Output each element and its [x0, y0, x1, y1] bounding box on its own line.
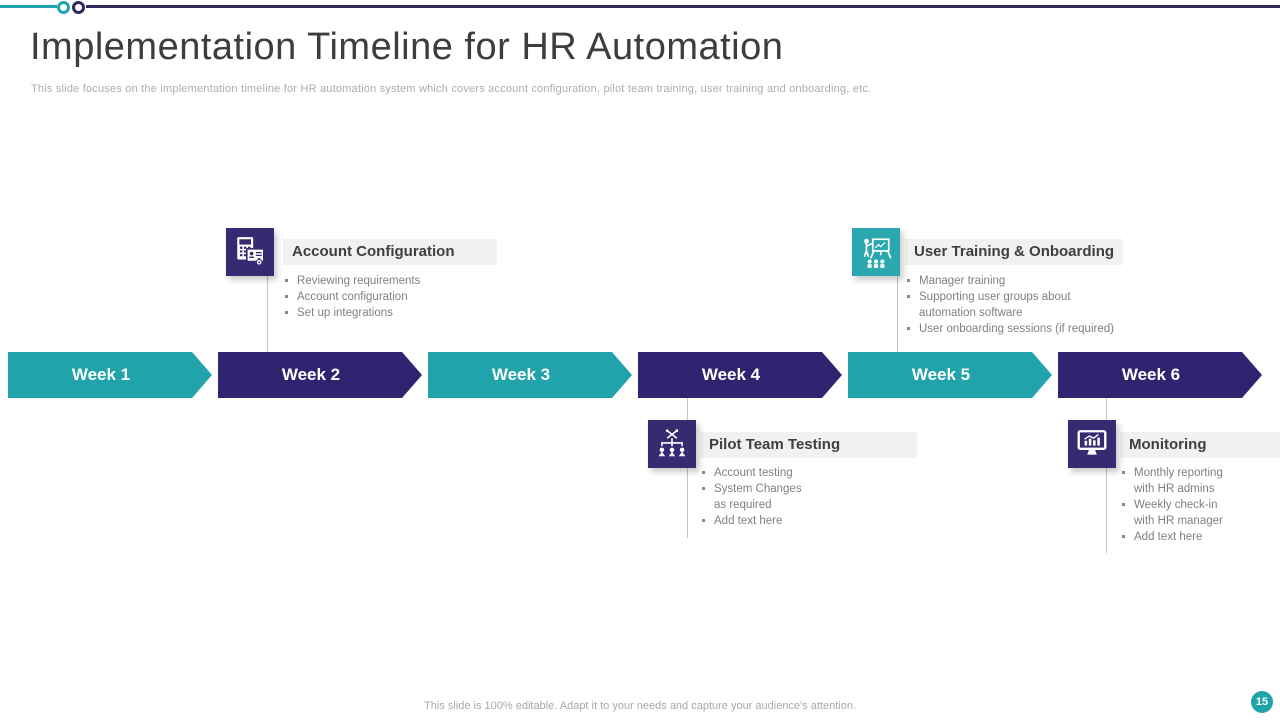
milestone-bullet-list: Reviewing requirements Account configura… [281, 273, 511, 321]
milestone-bullet-list: Monthly reporting with HR admins Weekly … [1118, 465, 1268, 545]
timeline-arrow-week-2: Week 2 [218, 352, 422, 398]
timeline-arrow-week-5: Week 5 [848, 352, 1052, 398]
bullet-item: Reviewing requirements [281, 273, 511, 289]
milestone-bullet-list: Account testing System Changes as requir… [698, 465, 848, 529]
bullet-item: Add text here [698, 513, 848, 529]
milestone-title: User Training & Onboarding [905, 239, 1123, 265]
bullet-item: System Changes as required [698, 481, 848, 513]
connector-line [687, 398, 688, 538]
connector-line [1106, 398, 1107, 553]
bullet-item: Set up integrations [281, 305, 511, 321]
milestone-title: Pilot Team Testing [700, 432, 917, 458]
decorative-ring-navy-icon [72, 1, 85, 14]
milestone-icon-box [226, 228, 274, 276]
page-number-badge: 15 [1251, 691, 1273, 713]
timeline-arrow-week-6: Week 6 [1058, 352, 1262, 398]
timeline-arrow-week-3: Week 3 [428, 352, 632, 398]
bullet-item: Account testing [698, 465, 848, 481]
team-hierarchy-icon [658, 429, 686, 457]
slide-subtitle: This slide focuses on the implementation… [31, 83, 872, 95]
milestone-icon-box [648, 420, 696, 468]
monitor-chart-icon [1077, 430, 1107, 455]
decorative-ring-teal-icon [57, 1, 70, 14]
milestone-title: Monitoring [1120, 432, 1280, 458]
top-accent-line-teal [0, 5, 57, 8]
calculator-billing-icon [237, 237, 265, 267]
bullet-item: Supporting user groups about automation … [903, 289, 1163, 321]
bullet-item: Add text here [1118, 529, 1268, 545]
timeline-arrow-week-1: Week 1 [8, 352, 212, 398]
connector-line [897, 276, 898, 352]
bullet-item: Weekly check-in with HR manager [1118, 497, 1268, 529]
footer-note: This slide is 100% editable. Adapt it to… [424, 700, 856, 712]
bullet-item: Monthly reporting with HR admins [1118, 465, 1268, 497]
training-presentation-icon [863, 238, 892, 268]
milestone-icon-box [1068, 420, 1116, 468]
connector-line [267, 276, 268, 352]
milestone-title: Account Configuration [283, 239, 497, 265]
timeline-arrow-week-4: Week 4 [638, 352, 842, 398]
bullet-item: User onboarding sessions (if required) [903, 321, 1163, 337]
milestone-bullet-list: Manager training Supporting user groups … [903, 273, 1163, 337]
slide-title: Implementation Timeline for HR Automatio… [30, 26, 784, 68]
bullet-item: Account configuration [281, 289, 511, 305]
bullet-item: Manager training [903, 273, 1163, 289]
top-accent-line-navy [86, 5, 1280, 8]
milestone-icon-box [852, 228, 900, 276]
